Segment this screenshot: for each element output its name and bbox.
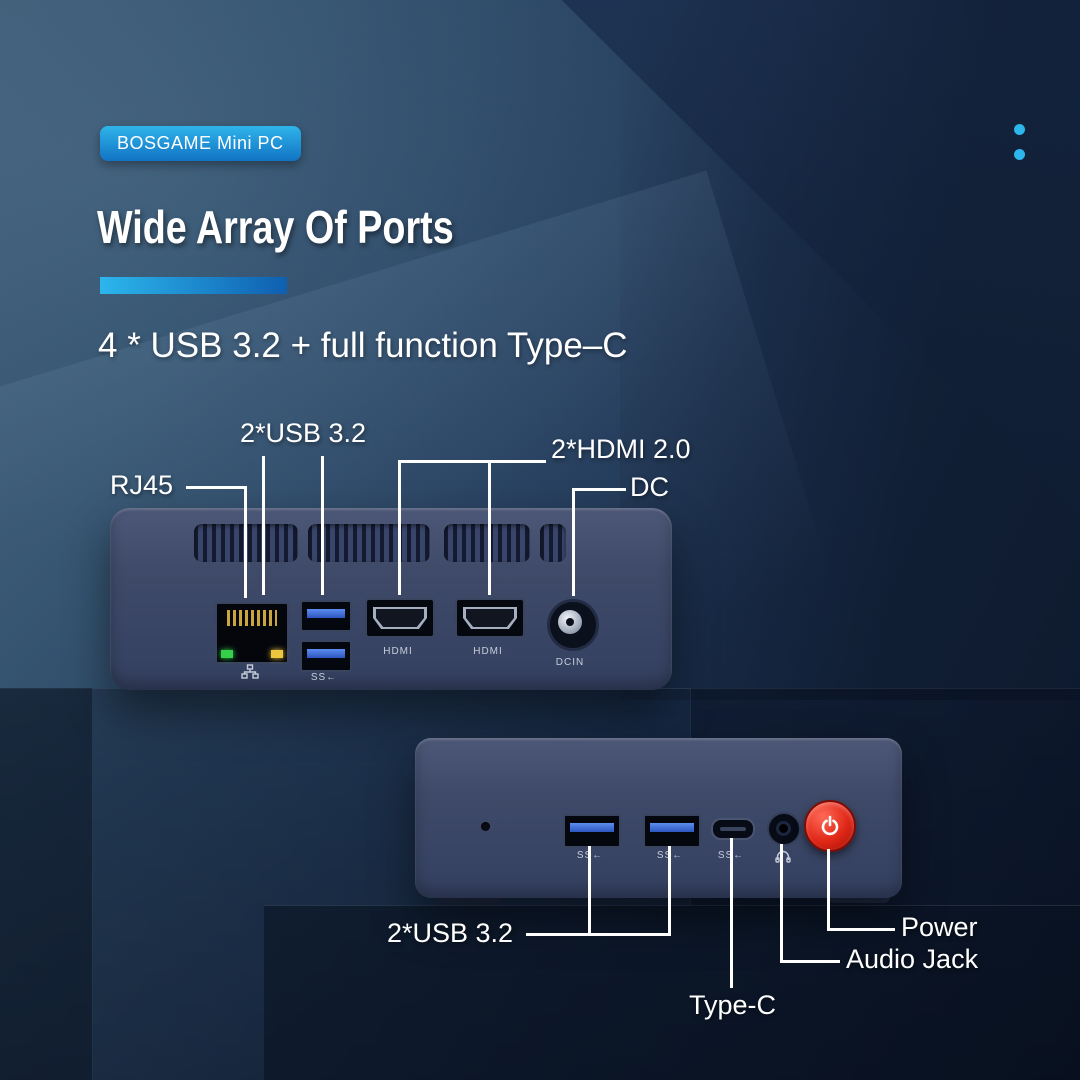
page-title: Wide Array Of Ports bbox=[97, 201, 454, 253]
callout-dc-label: DC bbox=[630, 472, 669, 502]
headset-icon bbox=[775, 850, 791, 863]
usb-port bbox=[563, 814, 621, 848]
usb-port bbox=[300, 640, 352, 672]
audio-jack-port bbox=[767, 812, 801, 846]
callout-rj45-label: RJ45 bbox=[110, 470, 174, 500]
type-c-port bbox=[711, 818, 755, 840]
power-led bbox=[481, 822, 490, 831]
callout-line bbox=[488, 462, 491, 595]
callout-line bbox=[186, 486, 246, 489]
usb-tongue bbox=[650, 823, 694, 832]
callout-line bbox=[780, 960, 840, 963]
hdmi-port bbox=[455, 598, 525, 638]
title-underline bbox=[100, 277, 287, 294]
usb-tongue bbox=[570, 823, 614, 832]
background-shade bbox=[620, 0, 1080, 700]
callout-line bbox=[398, 462, 401, 595]
back-panel-device: SS← HDMI HDMI DCIN bbox=[110, 508, 672, 690]
rj45-port bbox=[215, 602, 289, 664]
rj45-led-amber bbox=[271, 650, 283, 658]
callout-audio-label: Audio Jack bbox=[846, 944, 979, 974]
dc-jack bbox=[547, 599, 599, 651]
usb-tongue bbox=[307, 609, 345, 618]
hdmi-inner bbox=[376, 609, 424, 627]
hdmi-marking: HDMI bbox=[383, 646, 413, 657]
audio-hole bbox=[779, 824, 788, 833]
callout-usb-label: 2*USB 3.2 bbox=[240, 418, 367, 448]
callout-line bbox=[668, 846, 671, 936]
callout-typec-label: Type-C bbox=[689, 990, 777, 1020]
vent-grille bbox=[308, 524, 430, 562]
front-panel-device: SS← SS← SS← bbox=[415, 738, 902, 898]
rj45-pins bbox=[227, 610, 277, 626]
usb-port bbox=[300, 600, 352, 632]
brand-badge: BOSGAME Mini PC bbox=[100, 126, 301, 161]
brand-badge-label: BOSGAME Mini PC bbox=[117, 133, 284, 153]
hdmi-port bbox=[365, 598, 435, 638]
callout-line bbox=[780, 844, 783, 962]
decor-dot bbox=[1014, 149, 1025, 160]
ethernet-icon bbox=[241, 664, 259, 679]
callout-line bbox=[572, 488, 626, 491]
power-button bbox=[804, 800, 856, 852]
background-step bbox=[0, 688, 93, 1080]
callout-line bbox=[526, 933, 670, 936]
callout-line bbox=[827, 849, 830, 930]
dc-hole bbox=[566, 618, 574, 626]
callout-hdmi-label: 2*HDMI 2.0 bbox=[551, 434, 691, 464]
decor-dot bbox=[1014, 124, 1025, 135]
callout-line bbox=[572, 488, 575, 596]
power-icon bbox=[821, 815, 839, 836]
callout-line bbox=[262, 456, 265, 595]
vent-grille bbox=[444, 524, 530, 562]
callout-line bbox=[588, 846, 591, 936]
callout-power-label: Power bbox=[901, 912, 978, 942]
usb-tongue bbox=[307, 649, 345, 658]
device-foot bbox=[440, 893, 502, 903]
usb-port bbox=[643, 814, 701, 848]
vent-grille bbox=[540, 524, 566, 562]
subtitle: 4 * USB 3.2 + full function Type–C bbox=[98, 326, 628, 365]
dcin-marking: DCIN bbox=[555, 657, 585, 668]
rj45-led-green bbox=[221, 650, 233, 658]
callout-usb-label: 2*USB 3.2 bbox=[387, 918, 514, 948]
hdmi-inner bbox=[466, 609, 514, 627]
callout-line bbox=[321, 456, 324, 595]
callout-line bbox=[730, 838, 733, 988]
callout-line bbox=[244, 486, 247, 598]
usb-ss-marking: SS← bbox=[310, 672, 338, 683]
device-foot bbox=[828, 893, 890, 903]
type-c-slot bbox=[720, 827, 746, 831]
background-step bbox=[264, 905, 1080, 1080]
hdmi-marking: HDMI bbox=[473, 646, 503, 657]
callout-line bbox=[827, 928, 895, 931]
callout-line bbox=[398, 460, 546, 463]
